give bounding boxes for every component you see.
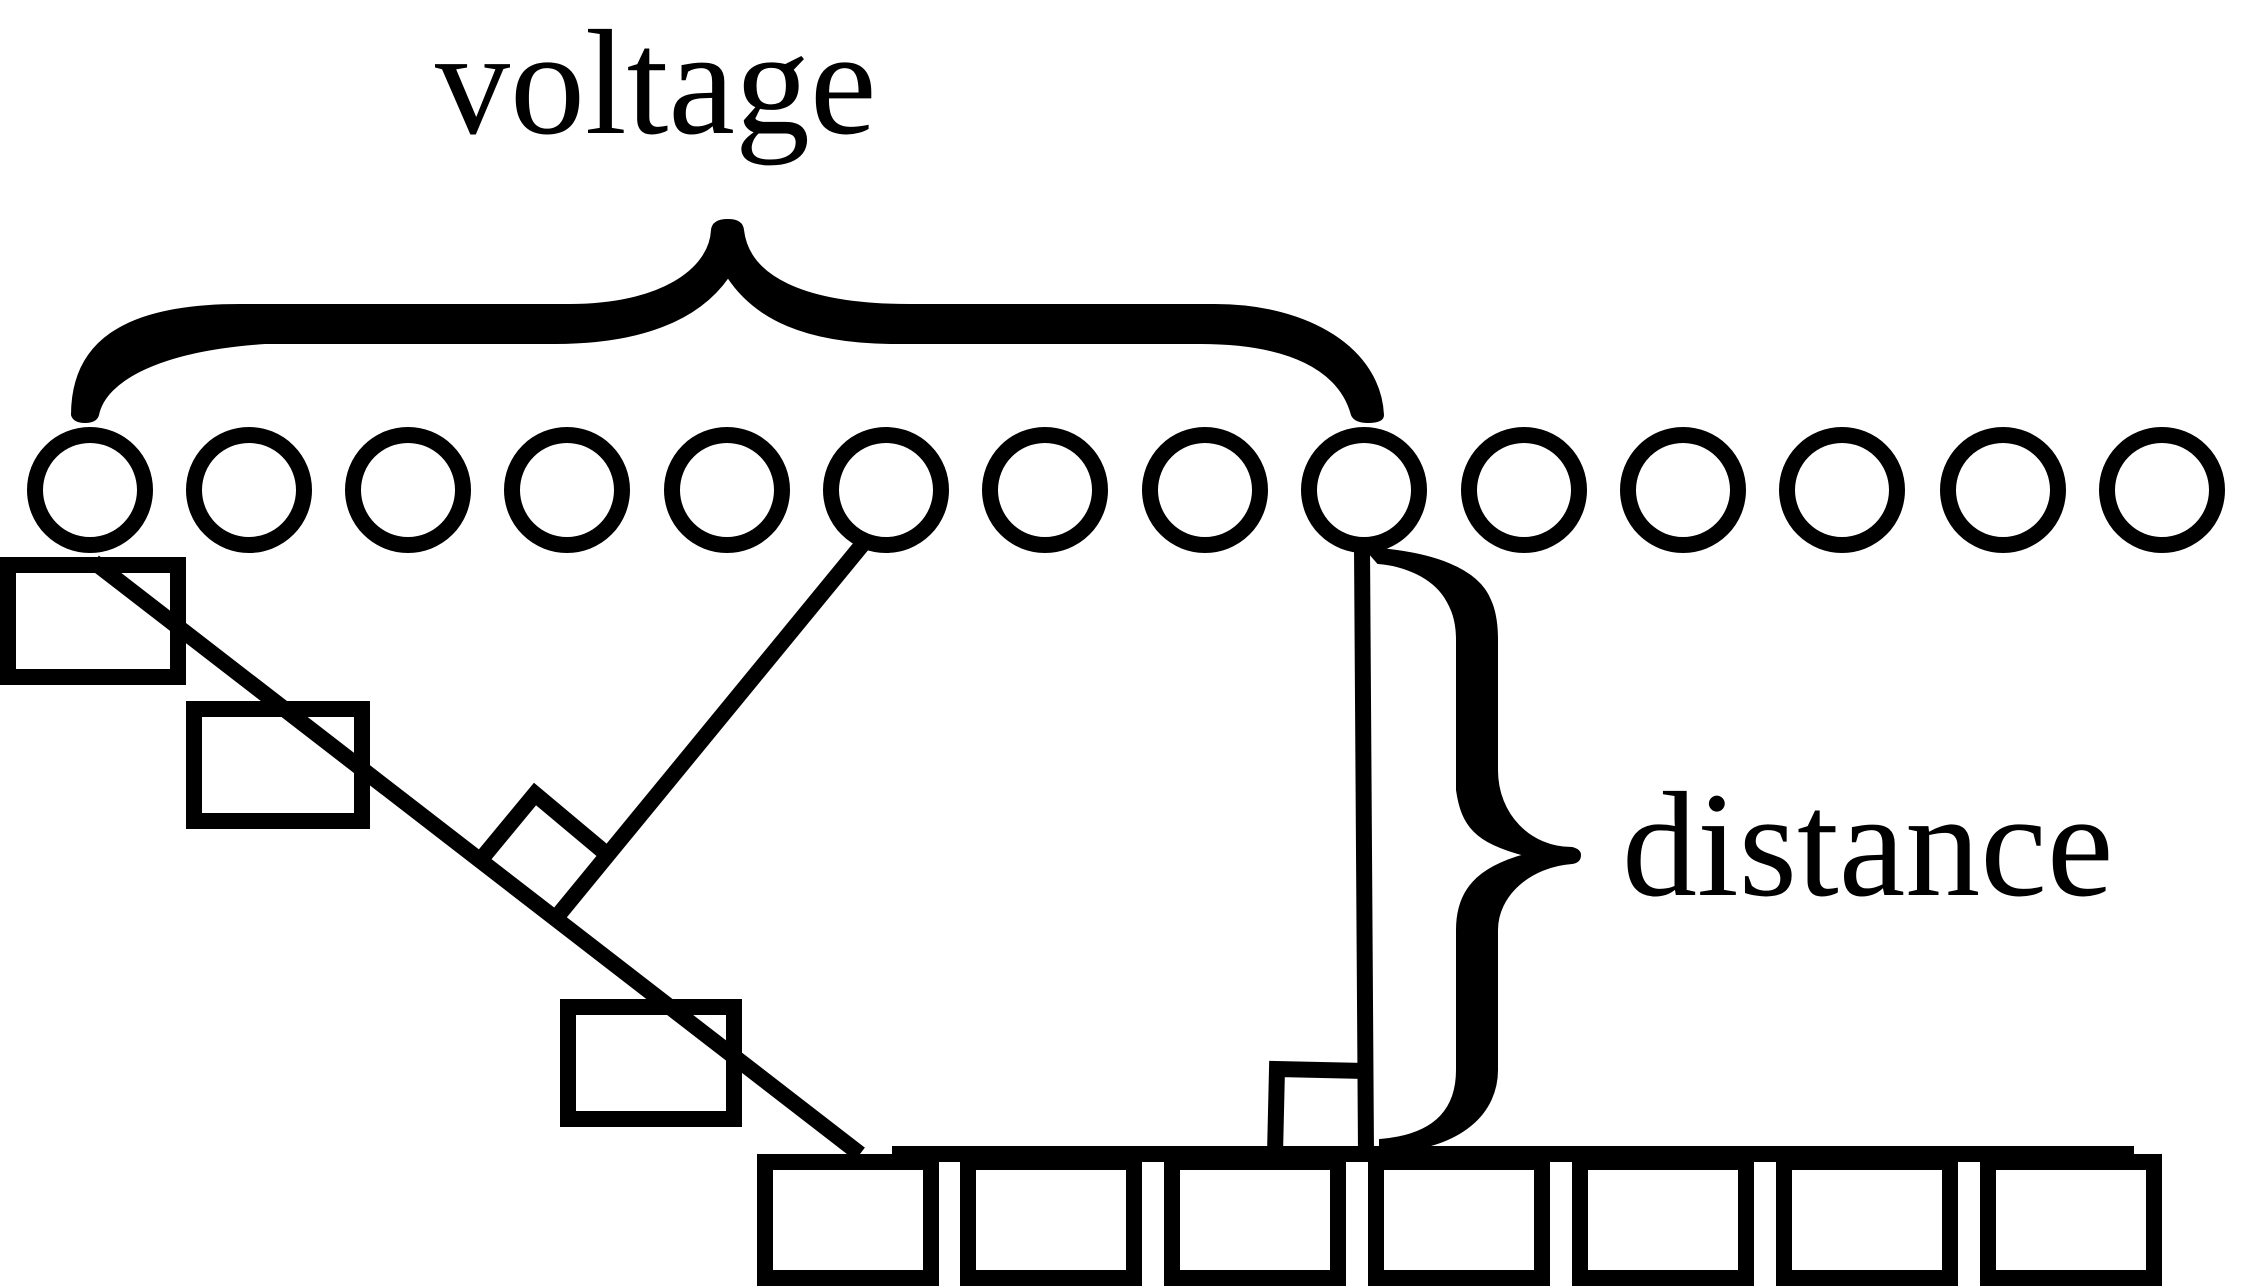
circle-row xyxy=(27,427,2225,553)
bottom-box xyxy=(960,1154,1142,1286)
circle-node xyxy=(1940,427,2066,553)
vertical-right-angle-marker xyxy=(1267,1060,1367,1155)
circle-node xyxy=(1779,427,1905,553)
circle-node xyxy=(823,427,949,553)
voltage-label: voltage xyxy=(435,0,877,166)
circle-node xyxy=(1461,427,1587,553)
bottom-box xyxy=(1980,1154,2162,1286)
bottom-box xyxy=(1164,1154,1346,1286)
distance-brace xyxy=(1362,546,1582,1154)
circle-node xyxy=(27,427,153,553)
bottom-box xyxy=(1776,1154,1958,1286)
circle-node xyxy=(664,427,790,553)
perpendicular-line xyxy=(544,539,869,930)
circle-node xyxy=(504,427,630,553)
diagonal-box xyxy=(560,999,742,1127)
circle-node xyxy=(982,427,1108,553)
circle-node xyxy=(186,427,312,553)
circle-node xyxy=(345,427,471,553)
circle-node xyxy=(2099,427,2225,553)
circle-node xyxy=(1301,427,1427,553)
right-angle-marker xyxy=(471,782,609,869)
diagonal-box xyxy=(186,701,370,829)
bottom-box xyxy=(1572,1154,1754,1286)
bottom-box-row xyxy=(757,1154,2162,1286)
circle-node xyxy=(1620,427,1746,553)
vertical-line xyxy=(1354,547,1374,1155)
bottom-box xyxy=(757,1154,939,1286)
bottom-box xyxy=(1368,1154,1550,1286)
diagonal-box xyxy=(0,557,186,685)
circle-node xyxy=(1142,427,1268,553)
distance-label: distance xyxy=(1622,762,2113,928)
voltage-brace xyxy=(70,218,1385,424)
